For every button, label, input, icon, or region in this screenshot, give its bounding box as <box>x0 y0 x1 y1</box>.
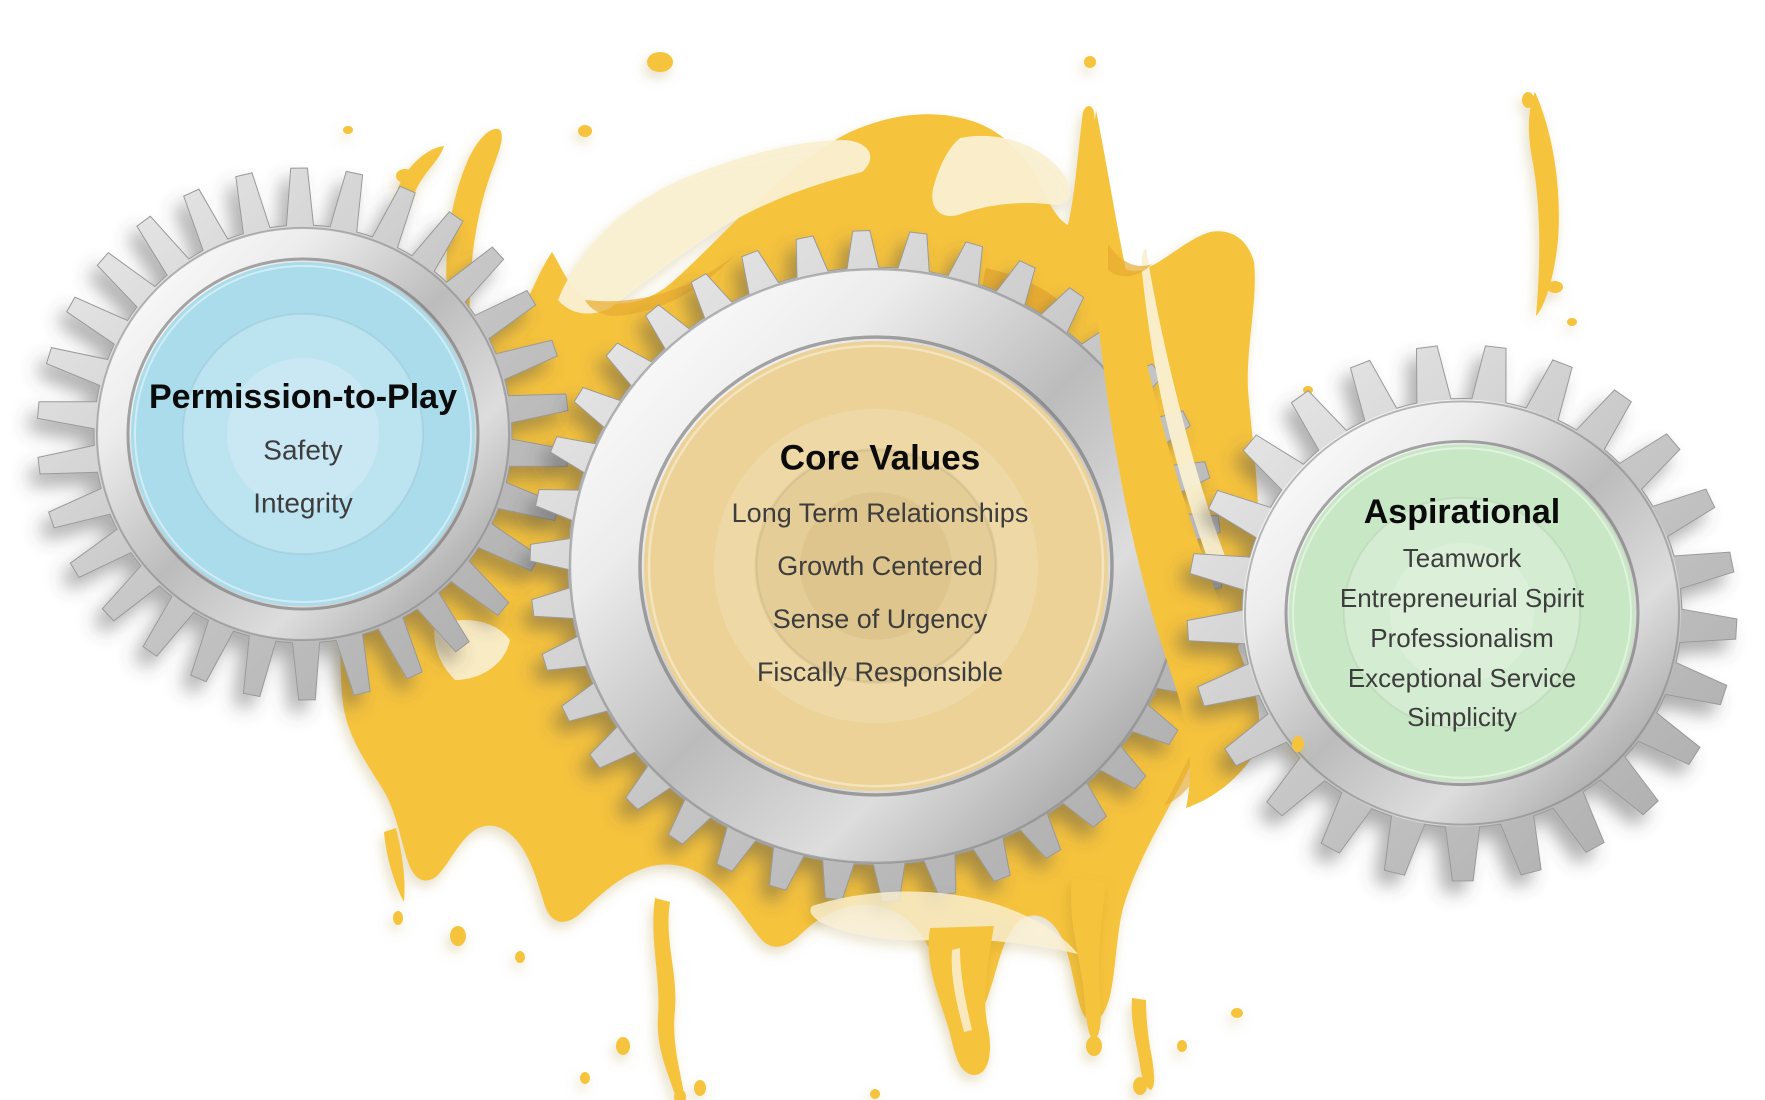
gear-center-emboss-edge <box>1343 496 1581 730</box>
gear-value: Exceptional Service <box>1348 663 1576 693</box>
gear-value: Long Term Relationships <box>732 498 1029 528</box>
paint-droplet <box>393 911 403 925</box>
gear-rim-ring <box>1243 399 1681 827</box>
paint-splash-front <box>393 736 1304 1100</box>
paint-droplet <box>1086 1036 1102 1056</box>
gear-rim-inner-edge <box>1284 439 1640 787</box>
gear-center-ring <box>647 344 1105 788</box>
paint-droplet <box>1303 386 1313 394</box>
gear-permission-to-play <box>36 167 570 701</box>
paint-droplet <box>694 1080 706 1096</box>
paint-droplet <box>1084 56 1096 68</box>
paint-droplet <box>1040 226 1056 240</box>
paint-shadow-under-crown <box>585 255 735 316</box>
gear-labels-permission-to-play: Permission-to-Play Safety Integrity <box>149 378 457 519</box>
paint-drip-right <box>1071 878 1106 1040</box>
gear-rim-inner-edge <box>126 257 480 611</box>
paint-droplet <box>580 1072 590 1084</box>
gear-center-hub <box>1390 542 1534 684</box>
paint-highlight-crown-left <box>558 140 871 314</box>
paint-tendril-top-right <box>1528 92 1559 316</box>
paint-droplet <box>616 1037 630 1055</box>
paint-droplet <box>450 926 466 946</box>
paint-droplet <box>647 52 673 72</box>
paint-stream-shadow <box>1108 244 1152 277</box>
paint-drip-left-small <box>384 828 405 902</box>
paint-droplet <box>1547 281 1563 293</box>
gear-center-ring <box>134 265 472 603</box>
paint-droplet <box>1177 1040 1187 1052</box>
gear-value: Fiscally Responsible <box>757 657 1003 687</box>
gear-rim-outer-edge <box>96 227 510 641</box>
paint-stream-highlight <box>1141 248 1228 576</box>
gear-center-ring <box>1292 447 1632 779</box>
gear-center-emboss-edge <box>182 313 424 555</box>
paint-highlight-crown-right <box>932 135 1071 216</box>
gear-labels-aspirational: Aspirational Teamwork Entrepreneurial Sp… <box>1340 493 1585 732</box>
paint-bottom-gloss <box>810 891 1078 954</box>
paint-drip-fat-gloss <box>951 948 972 1032</box>
paint-tendril-left-small <box>398 146 444 202</box>
gear-value: Entrepreneurial Spirit <box>1340 583 1585 613</box>
gear-value: Safety <box>263 435 342 466</box>
gear-labels-core-values: Core Values Long Term Relationships Grow… <box>732 439 1029 688</box>
paint-droplet <box>343 126 353 134</box>
gear-value: Sense of Urgency <box>773 604 988 634</box>
gear-value: Professionalism <box>1370 623 1554 653</box>
gear-rim-inner-edge <box>638 335 1114 797</box>
paint-droplet <box>515 951 525 963</box>
gear-aspirational <box>1186 345 1738 882</box>
gear-rim-outer-edge <box>1244 400 1680 826</box>
paint-droplet <box>1133 1077 1147 1095</box>
paint-droplet <box>1567 318 1577 326</box>
paint-drip-small <box>1131 998 1155 1090</box>
gear-value: Growth Centered <box>777 551 983 581</box>
gear-rim-ring <box>97 228 509 640</box>
paint-droplet <box>1522 92 1534 108</box>
paint-droplet <box>757 221 779 247</box>
paint-droplet <box>1203 264 1221 280</box>
paint-droplet <box>674 1089 686 1100</box>
paint-droplet <box>396 169 414 183</box>
gear-center-hub-edge <box>754 448 998 684</box>
paint-droplet <box>578 125 592 137</box>
paint-drip-thin <box>653 898 684 1097</box>
gear-title: Permission-to-Play <box>149 378 457 416</box>
paint-droplet <box>1238 308 1248 316</box>
gear-center-hub-inner <box>800 492 952 640</box>
gear-core-values <box>529 229 1223 903</box>
gear-title: Aspirational <box>1364 493 1560 531</box>
gear-value: Integrity <box>253 488 353 519</box>
paint-droplet <box>870 1089 880 1099</box>
gear-title: Core Values <box>780 439 980 478</box>
paint-droplet <box>1231 1008 1243 1018</box>
gear-value: Teamwork <box>1403 543 1522 573</box>
gear-center-hub <box>227 358 379 510</box>
paint-droplet <box>1292 736 1304 752</box>
gear-value: Simplicity <box>1407 702 1517 732</box>
